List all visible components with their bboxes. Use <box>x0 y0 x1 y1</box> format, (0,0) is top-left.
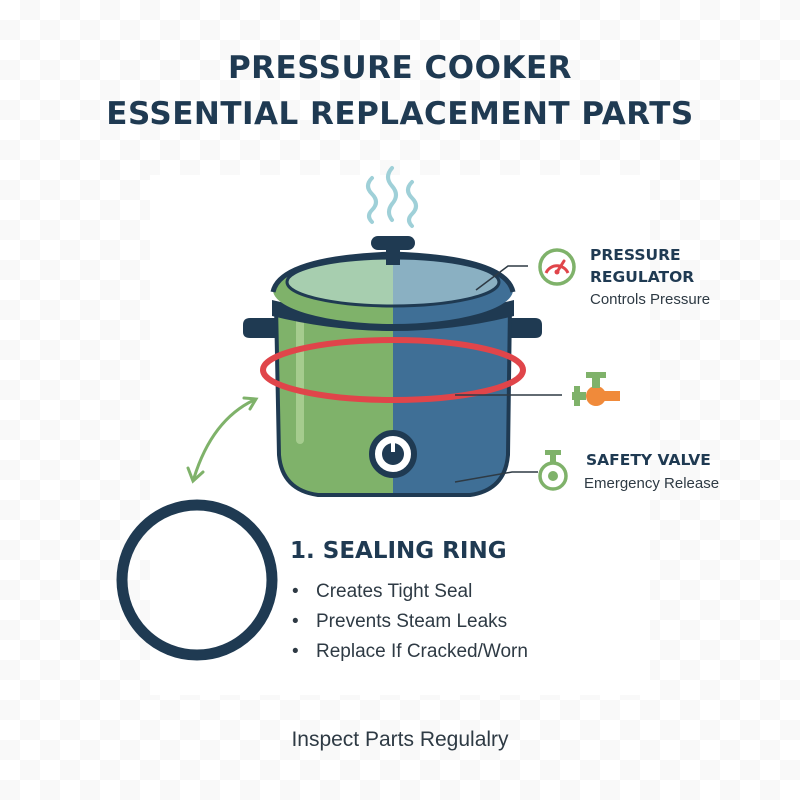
bullet-text: Prevents Steam Leaks <box>316 611 508 632</box>
safety-valve-subtitle: Emergency Release <box>584 475 720 492</box>
pot-handle-left <box>243 318 282 338</box>
list-item: •Prevents Steam Leaks <box>292 611 508 632</box>
regulator-leader-line <box>475 265 528 291</box>
footer-note: Inspect Parts Regulalry <box>291 728 509 751</box>
pot-body <box>273 303 513 497</box>
safety-valve-title: SAFETY VALVE <box>586 451 711 469</box>
steam-icon <box>366 166 418 228</box>
front-dial-icon <box>369 430 417 478</box>
sealing-ring-on-pot <box>260 337 526 403</box>
bullet-text: Creates Tight Seal <box>316 581 473 602</box>
valve-icon <box>572 372 620 406</box>
bullet-text: Replace If Cracked/Worn <box>316 641 528 662</box>
gauge-icon <box>538 248 576 286</box>
pot-lid <box>270 236 516 324</box>
pressure-regulator-subtitle: Controls Pressure <box>590 291 711 308</box>
page-title-line-1: PRESSURE COOKER <box>227 50 573 86</box>
sealing-ring-title: 1. SEALING RING <box>290 538 507 564</box>
sealing-ring-icon <box>116 499 278 661</box>
list-item: •Replace If Cracked/Worn <box>292 641 528 662</box>
sealing-ring-bullet-list: •Creates Tight Seal •Prevents Steam Leak… <box>292 577 528 667</box>
safety-valve-icon <box>538 450 568 491</box>
list-item: •Creates Tight Seal <box>292 581 473 602</box>
page-title-line-2: ESSENTIAL REPLACEMENT PARTS <box>106 96 694 132</box>
pressure-regulator-title-line-1: PRESSURE <box>590 246 681 264</box>
pot-handle-right <box>504 318 542 338</box>
safety-valve-leader-line <box>454 471 538 483</box>
curved-arrow-icon <box>186 396 259 484</box>
pressure-regulator-title-line-2: REGULATOR <box>590 268 695 286</box>
pressure-regulator-title: PRESSURE REGULATOR <box>590 244 694 288</box>
